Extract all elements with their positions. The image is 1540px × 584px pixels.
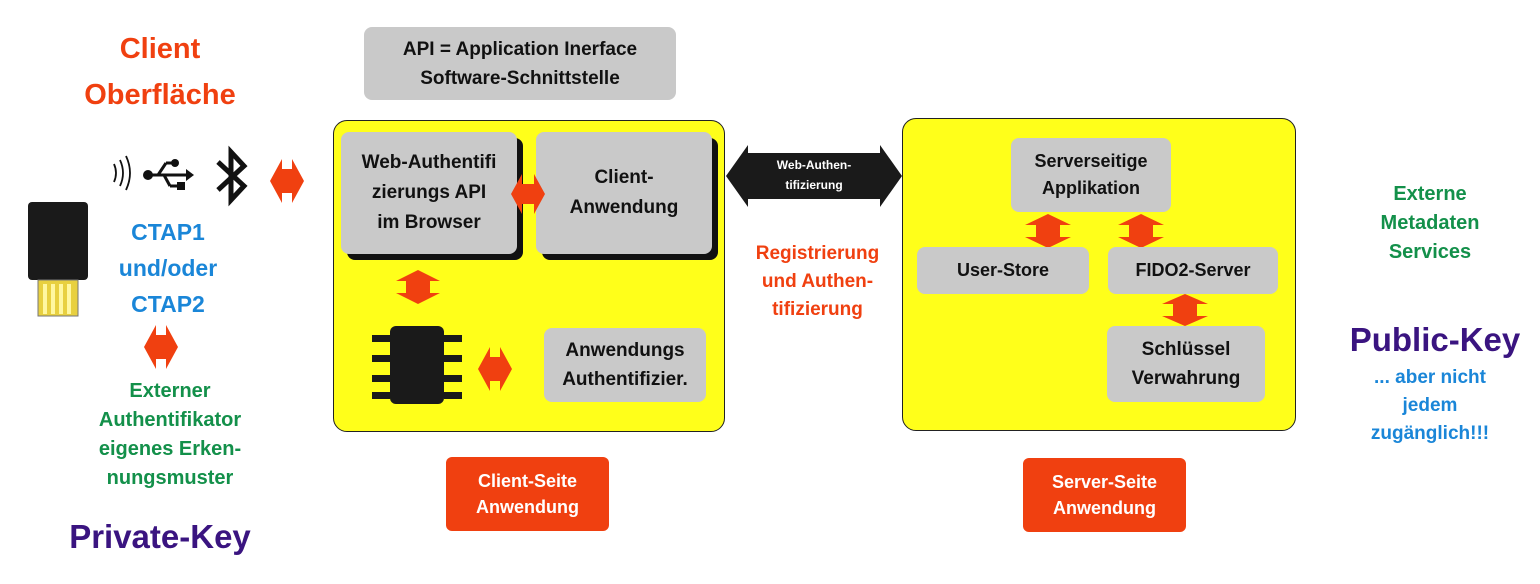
registration-authentication-label: Registrierung und Authen- tifizierung [755, 243, 880, 320]
client-side-label: Client-Seite Anwendung [446, 457, 609, 531]
double-arrow-horizontal [478, 347, 512, 391]
double-arrow-vertical [1118, 214, 1164, 248]
external-authenticator-label: Externer Authentifikator eigenes Erken- … [98, 380, 242, 489]
external-metadata-label: Externe Metadaten Services [1380, 183, 1480, 263]
web-authentication-api-box: Web-Authentifi zierungs API im Browser [341, 132, 517, 254]
client-application-box: Client- Anwendung [536, 132, 712, 254]
application-authenticator-box: Anwendungs Authentifizier. [544, 328, 706, 402]
public-key-label: Public-Key [1349, 321, 1521, 358]
usb-security-key-icon [28, 202, 88, 317]
private-key-label: Private-Key [69, 518, 251, 555]
double-arrow-horizontal [270, 159, 304, 203]
public-key-note: ... aber nicht jedem zugänglich!!! [1370, 367, 1490, 444]
ctap-label: CTAP1 und/oder CTAP2 [118, 219, 218, 317]
double-arrow-horizontal [511, 174, 545, 214]
server-application-box: Serverseitige Applikation [1011, 138, 1171, 212]
nfc-icon [113, 155, 131, 191]
web-authentication-double-arrow [726, 145, 902, 207]
double-arrow-vertical [1162, 294, 1208, 326]
web-authentication-arrow-label: Web-Authen- tifizierung [776, 158, 852, 192]
user-store-box: User-Store [917, 247, 1089, 294]
api-note: API = Application Inerface Software-Schn… [364, 27, 676, 100]
chip-icon [372, 326, 462, 404]
bluetooth-icon [216, 145, 248, 207]
usb-icon [143, 159, 194, 190]
double-arrow-vertical [1025, 214, 1071, 248]
key-storage-box: Schlüssel Verwahrung [1107, 326, 1265, 402]
server-side-label: Server-Seite Anwendung [1023, 458, 1186, 532]
double-arrow-vertical [396, 270, 440, 304]
double-arrow-horizontal [144, 325, 178, 369]
fido2-server-box: FIDO2-Server [1108, 247, 1278, 294]
client-interface-title: Client Oberfläche [84, 33, 236, 111]
